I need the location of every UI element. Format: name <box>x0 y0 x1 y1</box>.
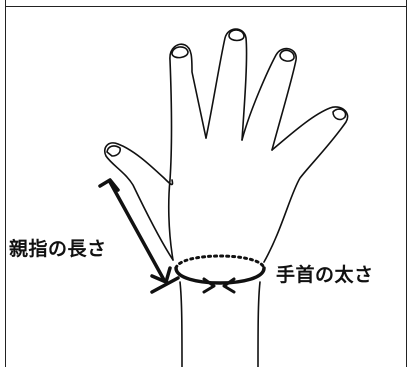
wrist-arrow-left <box>202 277 216 294</box>
index-finger <box>167 43 207 261</box>
wrist-circumference-label: 手首の太さ <box>276 264 374 286</box>
little-nail <box>332 108 347 121</box>
frame-left-border <box>5 0 6 367</box>
wrist-ellipse-back <box>174 254 266 270</box>
middle-finger <box>205 28 248 141</box>
little-finger <box>263 106 349 263</box>
ring-nail <box>279 49 295 62</box>
index-nail <box>171 46 189 59</box>
middle-nail <box>228 29 245 42</box>
frame-top-border <box>5 6 407 7</box>
thumb-arrow-head-bottom <box>150 266 172 284</box>
wrist-ellipse-front <box>174 266 266 285</box>
thumb-arrow-shaft <box>108 180 166 282</box>
thumb-arrow-head-top <box>98 178 120 192</box>
thumb-arrow-tick-bottom <box>150 276 180 294</box>
thumb-length-label: 親指の長さ <box>9 238 107 260</box>
wrist-left-line <box>179 281 183 367</box>
thumb-nail <box>106 145 121 157</box>
wrist-right-line <box>257 281 261 367</box>
wrist-arrow-right <box>222 277 236 294</box>
ring-finger <box>241 47 297 151</box>
thumb <box>103 142 174 261</box>
frame-right-border <box>406 0 407 367</box>
